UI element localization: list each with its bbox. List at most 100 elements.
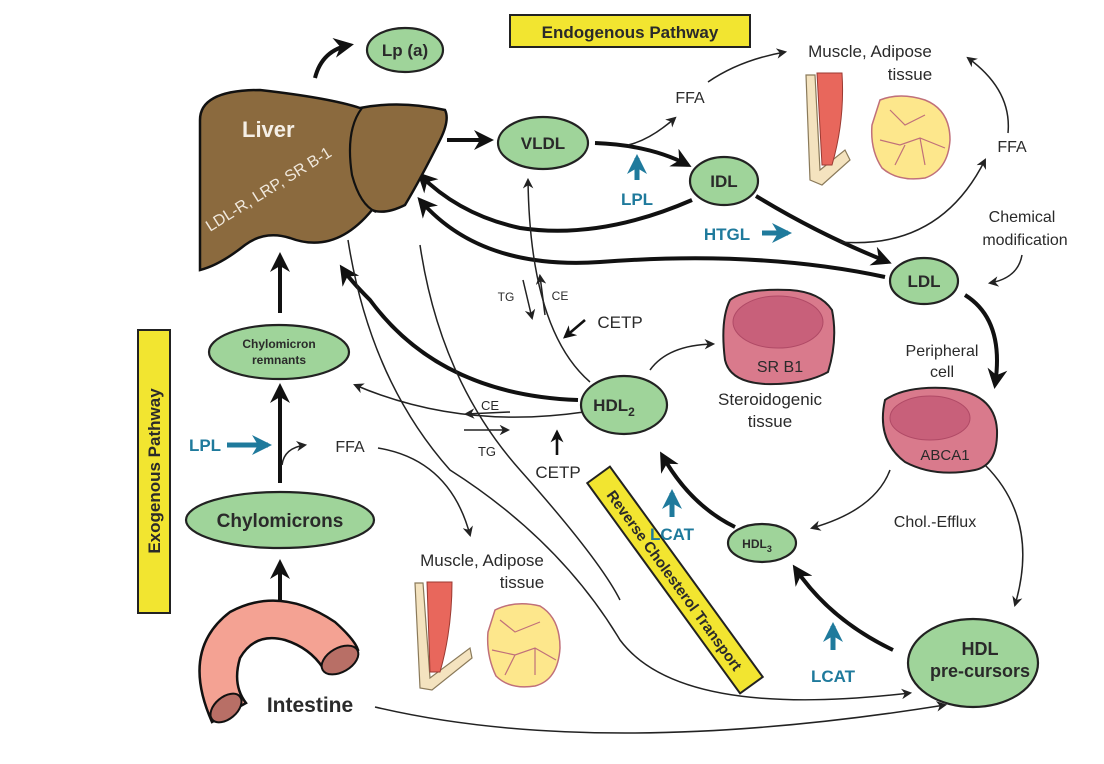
ffa-top-label: FFA	[675, 90, 705, 107]
node-idl[interactable]: IDL	[688, 155, 760, 207]
muscle-top-label-2: tissue	[888, 65, 932, 84]
node-chylomicrons[interactable]: Chylomicrons	[184, 490, 376, 550]
line-liver-thin-2	[419, 244, 621, 601]
srb1-label: SR B1	[757, 359, 803, 376]
arrow-tg-down	[522, 279, 536, 321]
ffa-right-label: FFA	[997, 139, 1027, 156]
arrow-idl-to-liver	[417, 172, 693, 233]
arrow-chem-to-ldl	[987, 254, 1023, 287]
hdl-precursor-label-2: pre-cursors	[930, 661, 1030, 681]
idl-label: IDL	[710, 172, 737, 191]
ldl-label: LDL	[907, 272, 940, 291]
adipose-icon	[486, 603, 561, 688]
lcat-upper-label: LCAT	[650, 525, 695, 544]
reverse-cholesterol-transport-label: Reverse Cholesterol Transport	[585, 465, 765, 695]
arrow-ce-left	[463, 408, 511, 419]
bone-icon	[414, 582, 473, 691]
chemical-label-1: Chemical	[989, 209, 1056, 226]
nucleus-icon	[732, 295, 824, 349]
enzyme-labels: LPL HTGL LPL LCAT LCAT	[189, 190, 856, 686]
arrow-peripheral-to-hdl3	[809, 469, 891, 531]
node-chylomicron-remnants[interactable]: Chylomicron remnants	[207, 323, 351, 381]
remnants-label-1: Chylomicron	[242, 337, 315, 351]
muscle-bottom-label-2: tissue	[500, 573, 544, 592]
connectors	[270, 37, 1024, 734]
arrow-cetp-top	[563, 319, 586, 339]
intestine-organ: Intestine	[198, 599, 360, 724]
svg-text:Exogenous Pathway: Exogenous Pathway	[145, 388, 164, 554]
steroidogenic-label-2: tissue	[748, 412, 792, 431]
liver-label: Liver	[242, 117, 295, 142]
arrow-ffa-right-to-muscle	[966, 56, 1010, 134]
arrow-vldl-to-idl	[594, 141, 692, 167]
endogenous-pathway-label: Endogenous Pathway	[509, 14, 751, 48]
arrow-ce-up	[535, 273, 547, 316]
intestine-end-bottom	[209, 692, 243, 724]
arrow-liver-to-lpa	[313, 37, 354, 79]
chol-efflux-label: Chol.-Efflux	[894, 514, 976, 531]
svg-text:Endogenous Pathway: Endogenous Pathway	[542, 23, 719, 42]
arrow-hdl2-to-srb1	[649, 338, 716, 371]
arrow-hdl3-to-hdl2	[660, 451, 736, 529]
ffa-left-label: FFA	[335, 439, 365, 456]
muscle-icon	[816, 72, 844, 166]
muscle-bottom-label-1: Muscle, Adipose	[420, 551, 544, 570]
peripheral-label-1: Peripheral	[906, 343, 979, 360]
vldl-label: VLDL	[521, 134, 565, 153]
muscle-adipose-top	[805, 72, 951, 186]
htgl-label: HTGL	[704, 225, 750, 244]
tg-mid-label: TG	[478, 444, 496, 459]
arrow-intestine-to-hdl-precursor	[374, 701, 948, 734]
text-labels: Muscle, Adipose tissue FFA FFA Chemical …	[335, 42, 1067, 592]
peripheral-label-2: cell	[930, 364, 954, 381]
node-vldl[interactable]: VLDL	[496, 115, 590, 171]
arrow-ldl-to-peripheral	[963, 293, 1008, 389]
node-lpa[interactable]: Lp (a)	[365, 26, 445, 74]
arrow-hdlpre-to-hdl3	[792, 564, 894, 652]
lpa-label: Lp (a)	[382, 41, 428, 60]
enzyme-arrows	[227, 154, 843, 650]
muscle-adipose-bottom	[414, 581, 561, 691]
hdl-precursor-label-1: HDL	[962, 639, 999, 659]
liver-shape-icon	[198, 88, 448, 272]
remnants-label-2: remnants	[252, 353, 306, 367]
arrow-idl-to-ldl	[754, 194, 892, 266]
peripheral-cell: ABCA1	[881, 386, 999, 474]
muscle-icon	[426, 581, 453, 673]
node-ldl[interactable]: LDL	[888, 256, 960, 306]
hdl2-label: HDL2	[593, 396, 635, 419]
lpl-top-label: LPL	[621, 190, 653, 209]
arrow-to-ffa-right	[839, 158, 986, 244]
arrow-to-ffa-left	[281, 440, 308, 466]
hdl3-subscript: 3	[767, 544, 772, 554]
lcat-lower-label: LCAT	[811, 667, 856, 686]
bone-icon	[805, 74, 851, 186]
liver-organ: Liver LDL-R, LRP, SR B-1	[198, 88, 448, 272]
steroidogenic-label-1: Steroidogenic	[718, 390, 822, 409]
arrow-peripheral-to-hdl-precursor	[984, 464, 1024, 608]
node-hdl-precursors[interactable]: HDL pre-cursors	[906, 617, 1040, 709]
cetp-bottom-label: CETP	[535, 463, 580, 482]
cetp-top-label: CETP	[597, 313, 642, 332]
exogenous-pathway-label: Exogenous Pathway	[137, 329, 171, 614]
arrow-hdl2-to-remnants	[353, 383, 585, 418]
node-hdl2[interactable]: HDL2	[579, 374, 669, 436]
steroidogenic-cell: SR B1	[722, 288, 836, 386]
ce-top-label: CE	[552, 289, 569, 303]
node-hdl3[interactable]: HDL3	[726, 522, 798, 564]
abca1-label: ABCA1	[920, 447, 969, 464]
lpl-left-label: LPL	[189, 436, 221, 455]
arrow-ffa-to-muscle	[707, 48, 788, 83]
tg-top-label: TG	[498, 290, 515, 304]
hdl3-label: HDL3	[742, 537, 772, 554]
intestine-label: Intestine	[267, 694, 353, 717]
liver-lobe-line	[348, 107, 377, 214]
arrow-hdl2-to-liver	[339, 264, 579, 402]
arrow-ffa-left-to-muscle	[377, 447, 473, 538]
ce-mid-label: CE	[481, 398, 499, 413]
arrow-hdl2-to-vldl	[522, 177, 591, 383]
hdl2-subscript: 2	[628, 405, 635, 419]
arrow-ldl-to-liver	[417, 196, 886, 279]
chemical-label-2: modification	[982, 232, 1067, 249]
